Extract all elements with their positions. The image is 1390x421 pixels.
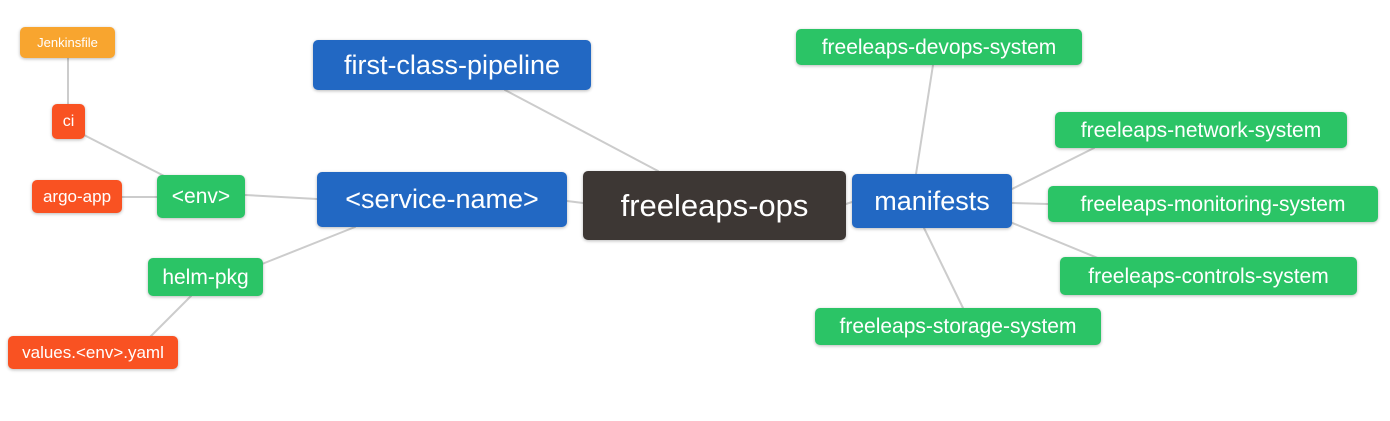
edge-service-name--freeleaps-ops	[566, 200, 584, 204]
node-first-class-pipeline[interactable]: first-class-pipeline	[313, 40, 591, 90]
edge-first-class-pipeline--freeleaps-ops	[504, 89, 659, 172]
edge-values-env-yaml--helm-pkg	[149, 295, 192, 338]
node-jenkinsfile[interactable]: Jenkinsfile	[20, 27, 115, 58]
node-storage-system[interactable]: freeleaps-storage-system	[815, 308, 1101, 345]
edge-manifests--devops-system	[915, 64, 934, 175]
node-service-name[interactable]: <service-name>	[317, 172, 567, 227]
edge-manifests--controls-system	[1009, 221, 1106, 262]
edge-helm-pkg--service-name	[261, 226, 356, 265]
node-manifests[interactable]: manifests	[852, 174, 1012, 228]
node-monitoring-system[interactable]: freeleaps-monitoring-system	[1048, 186, 1378, 222]
node-argo-app[interactable]: argo-app	[32, 180, 122, 213]
edge-manifests--monitoring-system	[1011, 202, 1049, 205]
node-values-env-yaml[interactable]: values.<env>.yaml	[8, 336, 178, 369]
edge-ci--env	[83, 134, 173, 181]
node-env[interactable]: <env>	[157, 175, 245, 218]
node-controls-system[interactable]: freeleaps-controls-system	[1060, 257, 1357, 295]
node-devops-system[interactable]: freeleaps-devops-system	[796, 29, 1082, 65]
node-ci[interactable]: ci	[52, 104, 85, 139]
edge-manifests--storage-system	[923, 227, 964, 309]
node-freeleaps-ops[interactable]: freeleaps-ops	[583, 171, 846, 240]
edge-manifests--network-system	[1011, 147, 1095, 190]
edge-freeleaps-ops--manifests	[845, 201, 853, 205]
node-helm-pkg[interactable]: helm-pkg	[148, 258, 263, 296]
edge-env--service-name	[244, 194, 318, 200]
node-network-system[interactable]: freeleaps-network-system	[1055, 112, 1347, 148]
